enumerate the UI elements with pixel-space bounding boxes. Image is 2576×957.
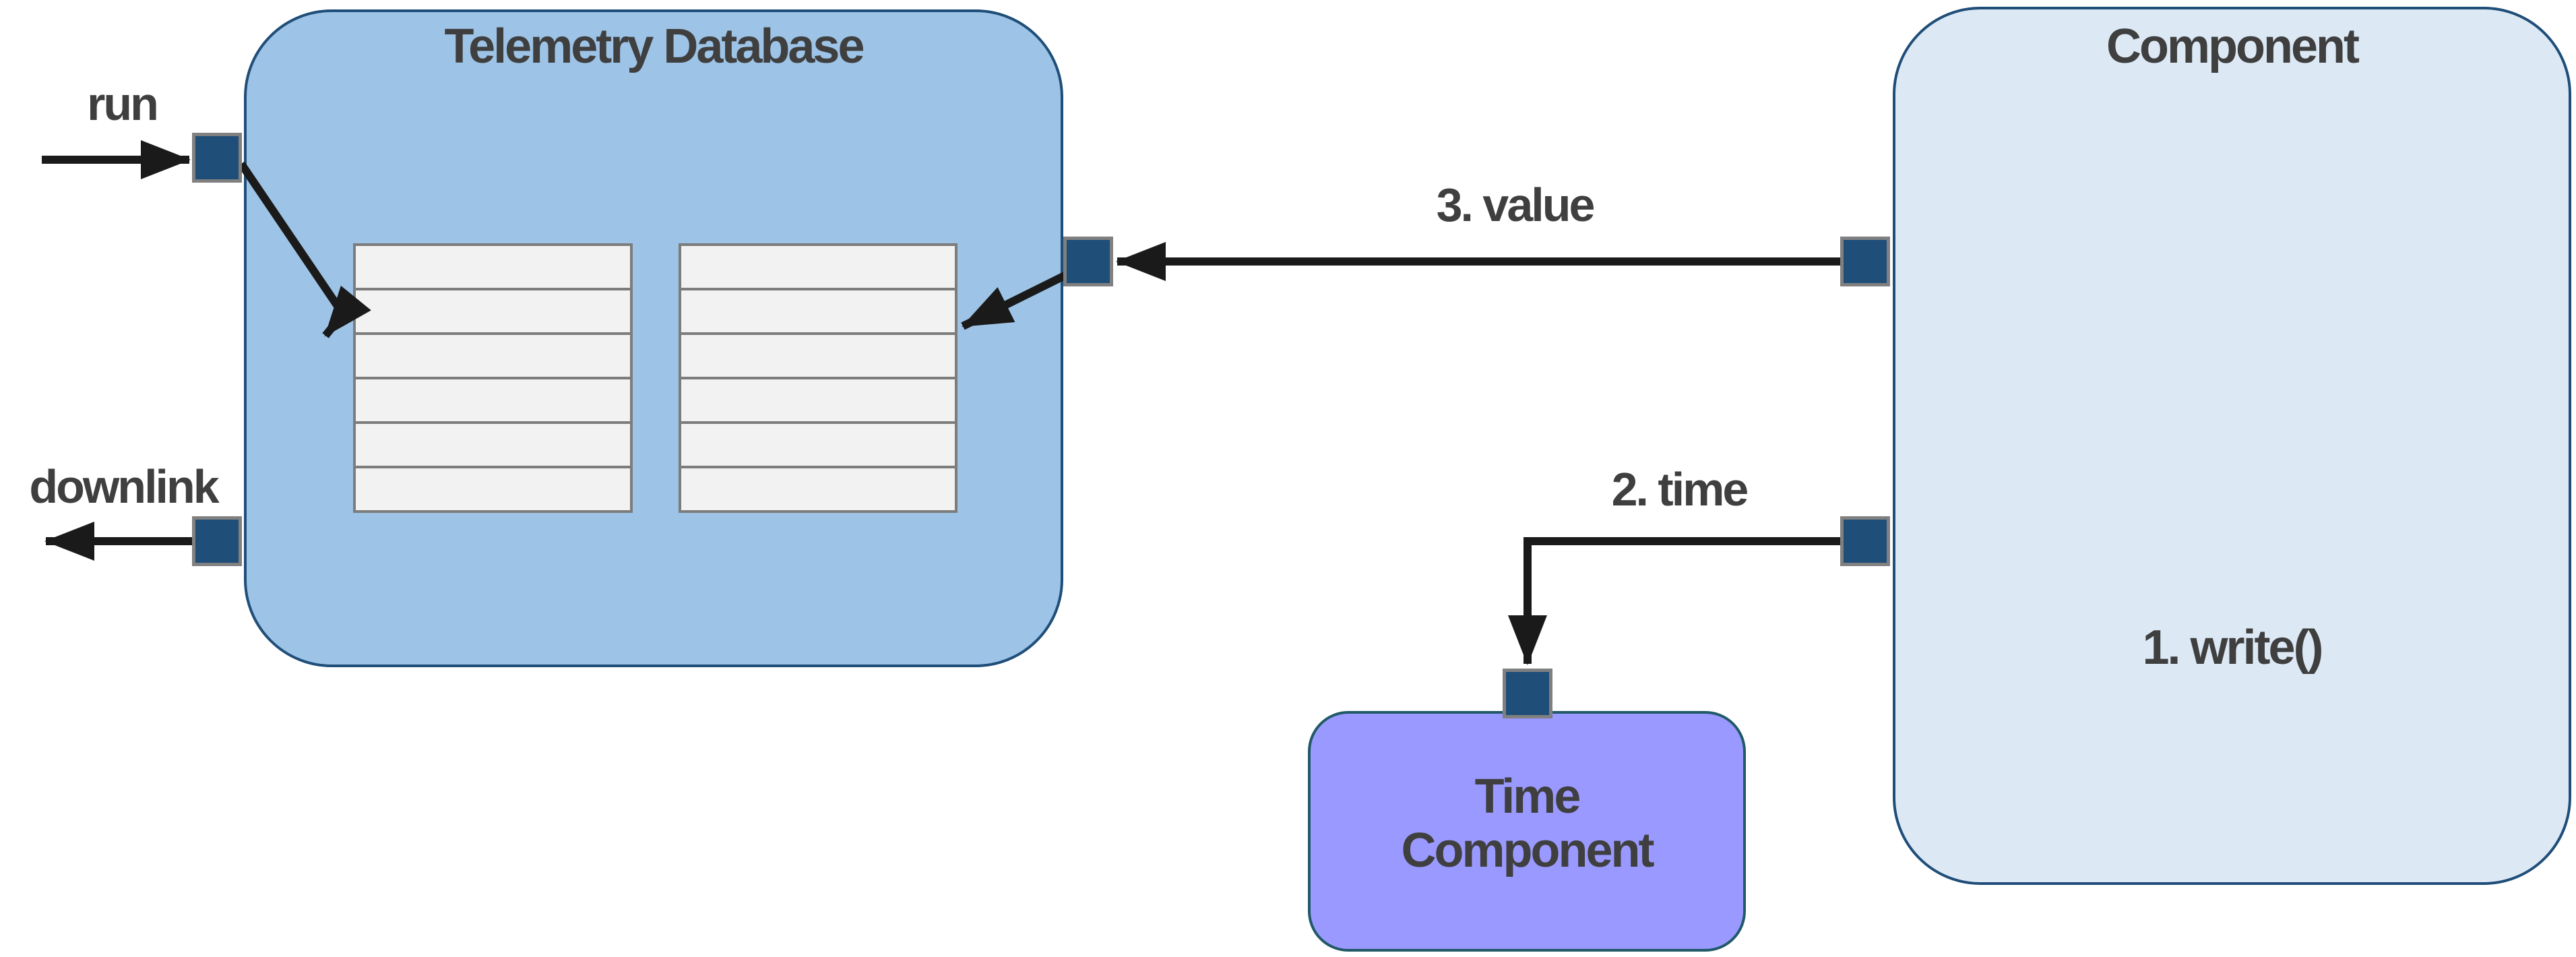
- time-label: 2. time: [1611, 463, 1749, 516]
- component-title: Component: [2106, 20, 2360, 73]
- table-row: [681, 379, 955, 421]
- time-component-title: Time Component: [1308, 770, 1746, 877]
- component-time-port: [1840, 516, 1890, 566]
- table-row: [356, 335, 630, 377]
- table-row: [681, 246, 955, 288]
- time-component-title-line2: Component: [1401, 824, 1655, 877]
- table-row: [356, 290, 630, 332]
- table-row: [681, 468, 955, 510]
- table-row: [681, 335, 955, 377]
- time-component-title-line1: Time: [1474, 770, 1581, 824]
- table-row: [681, 424, 955, 466]
- time-component-box: [1308, 711, 1746, 952]
- telemetry-database-title: Telemetry Database: [444, 20, 865, 73]
- component-box: [1893, 7, 2571, 885]
- downlink-output-port: [192, 516, 242, 566]
- component-value-port: [1840, 237, 1890, 286]
- table-row: [356, 468, 630, 510]
- time-elbow-arrow: [1508, 537, 1840, 665]
- run-label: run: [87, 78, 159, 130]
- table-row: [356, 246, 630, 288]
- telemetry-value-port: [1063, 237, 1113, 286]
- telemetry-table-left: [353, 243, 633, 513]
- time-component-port: [1503, 669, 1552, 718]
- run-input-port: [192, 133, 242, 183]
- table-row: [356, 379, 630, 421]
- write-annotation: 1. write(): [2142, 621, 2323, 675]
- table-row: [681, 290, 955, 332]
- downlink-label: downlink: [29, 460, 219, 513]
- value-label: 3. value: [1436, 179, 1596, 231]
- telemetry-table-right: [679, 243, 957, 513]
- table-row: [356, 424, 630, 466]
